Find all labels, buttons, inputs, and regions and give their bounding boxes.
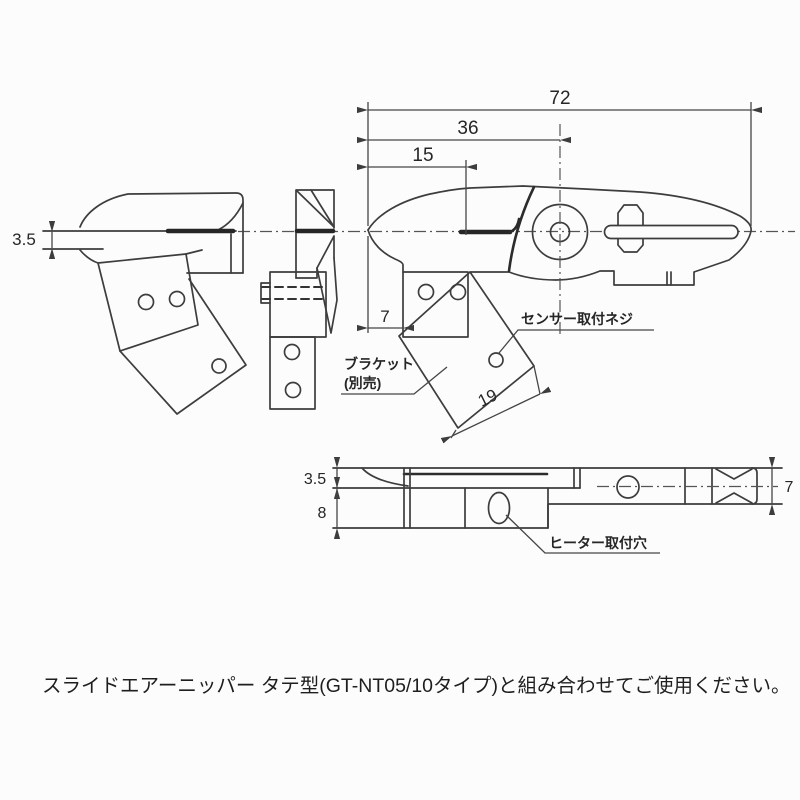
heater-hole bbox=[487, 491, 511, 525]
dim-pivot-offset: 36 bbox=[457, 118, 478, 139]
dim-blade-length: 15 bbox=[412, 145, 433, 166]
dim-blade-gap: 3.5 bbox=[12, 230, 36, 249]
dim-top-thickness: 3.5 bbox=[304, 471, 326, 488]
label-sensor-screw: センサー取付ネジ bbox=[521, 311, 633, 327]
view-left-side: 3.5 bbox=[12, 192, 247, 415]
caption-text: スライドエアーニッパー タテ型(GT-NT05/10タイプ)と組み合わせてご使用… bbox=[42, 675, 791, 697]
dimensions-top: 72 36 15 7 19 bbox=[357, 88, 762, 444]
label-bracket-line1: ブラケット bbox=[344, 356, 414, 372]
label-bracket-line2: (別売) bbox=[344, 375, 381, 391]
dim-body-thickness: 8 bbox=[318, 505, 327, 522]
label-heater-hole: ヒーター取付穴 bbox=[549, 535, 647, 551]
dim-bracket-offset: 7 bbox=[380, 307, 389, 326]
view-top: 3.5 8 7 ヒーター取付穴 bbox=[304, 457, 794, 554]
dim-plate-length: 19 bbox=[475, 385, 500, 410]
dim-right-width: 7 bbox=[785, 479, 794, 496]
sensor-screw-hole bbox=[488, 352, 504, 368]
callout-labels: センサー取付ネジ ブラケット (別売) bbox=[341, 311, 654, 395]
view-front bbox=[260, 189, 338, 410]
view-side-main bbox=[367, 124, 752, 429]
dim-overall-width: 72 bbox=[549, 88, 570, 109]
